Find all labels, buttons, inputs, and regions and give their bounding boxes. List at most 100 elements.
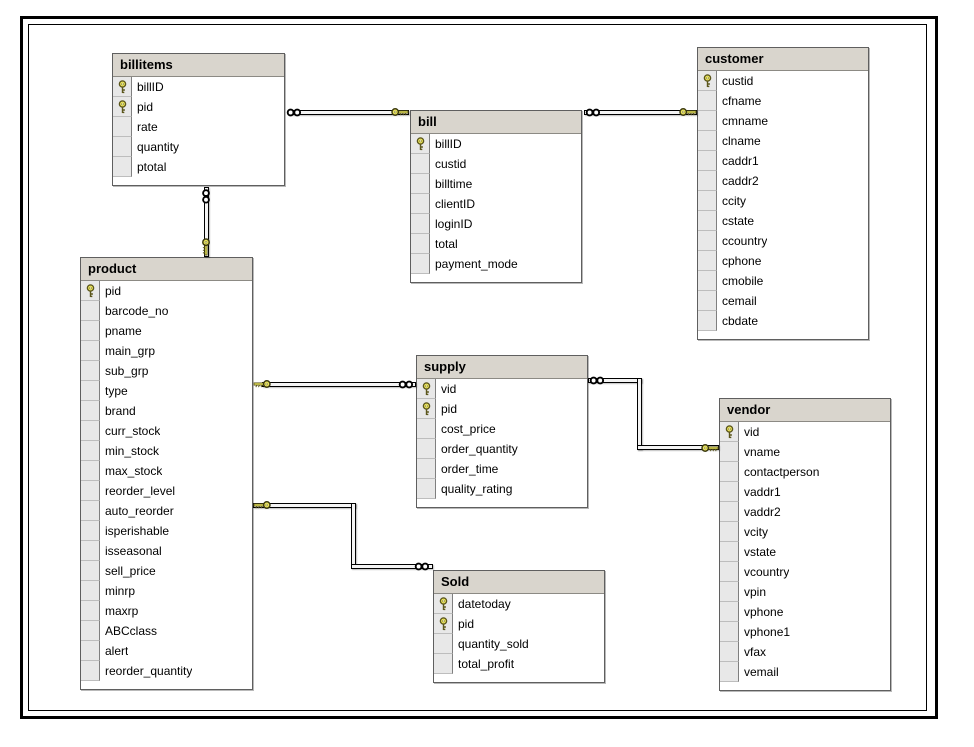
table-row[interactable]: isseasonal [81,541,252,561]
table-row[interactable]: vphone1 [720,622,890,642]
table-row[interactable]: reorder_quantity [81,661,252,681]
table-row[interactable]: total [411,234,581,254]
table-row[interactable]: clientID [411,194,581,214]
table-row[interactable]: auto_reorder [81,501,252,521]
table-row[interactable]: vid [720,422,890,442]
table-row[interactable]: ccountry [698,231,868,251]
table-row[interactable]: alert [81,641,252,661]
relationship-line-product-billitems[interactable] [204,187,209,257]
table-row[interactable]: isperishable [81,521,252,541]
table-row[interactable]: vaddr1 [720,482,890,502]
table-row[interactable]: type [81,381,252,401]
table-row[interactable]: vphone [720,602,890,622]
relationship-line-customer-bill[interactable] [584,110,697,115]
table-row[interactable]: vstate [720,542,890,562]
table-row[interactable]: caddr2 [698,171,868,191]
relationship-line-product-sold[interactable] [351,564,433,569]
table-row[interactable]: vpin [720,582,890,602]
table-row[interactable]: order_quantity [417,439,587,459]
row-selector [720,502,739,522]
table-row[interactable]: ABCclass [81,621,252,641]
table-row[interactable]: vid [417,379,587,399]
table-row[interactable]: quantity [113,137,284,157]
table-row[interactable]: vcity [720,522,890,542]
table-row[interactable]: datetoday [434,594,604,614]
table-row[interactable]: cstate [698,211,868,231]
relationship-line-product-sold[interactable] [351,503,356,568]
table-row[interactable]: pid [81,281,252,301]
table-row[interactable]: sell_price [81,561,252,581]
table-row[interactable]: ccity [698,191,868,211]
table-row[interactable]: clname [698,131,868,151]
table-row[interactable]: reorder_level [81,481,252,501]
table-row[interactable]: quantity_sold [434,634,604,654]
table-row[interactable]: pid [417,399,587,419]
infinity-icon [398,380,414,389]
table-row[interactable]: pid [434,614,604,634]
table-title[interactable]: vendor [720,399,890,422]
table-row[interactable]: brand [81,401,252,421]
table-row[interactable]: caddr1 [698,151,868,171]
table-row[interactable]: contactperson [720,462,890,482]
table-row[interactable]: curr_stock [81,421,252,441]
table-row[interactable]: vaddr2 [720,502,890,522]
field-name: curr_stock [105,424,161,438]
table-row[interactable]: pid [113,97,284,117]
table-row[interactable]: vfax [720,642,890,662]
table-row[interactable]: total_profit [434,654,604,674]
table-title[interactable]: product [81,258,252,281]
table-row[interactable]: cphone [698,251,868,271]
inner-frame [28,24,927,711]
table-row[interactable]: vemail [720,662,890,682]
table-row[interactable]: rate [113,117,284,137]
table-row[interactable]: billID [411,134,581,154]
table-title[interactable]: supply [417,356,587,379]
table-row[interactable]: vname [720,442,890,462]
table-row[interactable]: maxrp [81,601,252,621]
table-row[interactable]: cmobile [698,271,868,291]
table-title[interactable]: billitems [113,54,284,77]
table-row[interactable]: cost_price [417,419,587,439]
row-selector [720,582,739,602]
relationship-line-product-supply[interactable] [262,382,416,387]
table-row[interactable]: cfname [698,91,868,111]
table-row[interactable]: loginID [411,214,581,234]
table-row[interactable]: billtime [411,174,581,194]
row-selector [698,271,717,291]
primary-key-cell [698,71,717,91]
table-row[interactable]: sub_grp [81,361,252,381]
table-row[interactable]: cemail [698,291,868,311]
table-title[interactable]: bill [411,111,581,134]
table-row[interactable]: cbdate [698,311,868,331]
field-name: vcountry [744,565,790,579]
table-row[interactable]: max_stock [81,461,252,481]
table-row[interactable]: minrp [81,581,252,601]
table-row[interactable]: billID [113,77,284,97]
table-row[interactable]: order_time [417,459,587,479]
table-title[interactable]: customer [698,48,868,71]
table-row[interactable]: vcountry [720,562,890,582]
table-row[interactable]: pname [81,321,252,341]
table-row[interactable]: custid [698,71,868,91]
table-row[interactable]: min_stock [81,441,252,461]
field-name: cstate [722,214,755,228]
relationship-line-vendor-supply[interactable] [637,445,719,450]
relationship-line-vendor-supply[interactable] [637,378,642,450]
table-row[interactable]: custid [411,154,581,174]
table-row[interactable]: main_grp [81,341,252,361]
table-row[interactable]: ptotal [113,157,284,177]
table-row[interactable]: cmname [698,111,868,131]
table-title[interactable]: Sold [434,571,604,594]
table-row[interactable]: barcode_no [81,301,252,321]
table-row[interactable]: payment_mode [411,254,581,274]
table-row[interactable]: quality_rating [417,479,587,499]
